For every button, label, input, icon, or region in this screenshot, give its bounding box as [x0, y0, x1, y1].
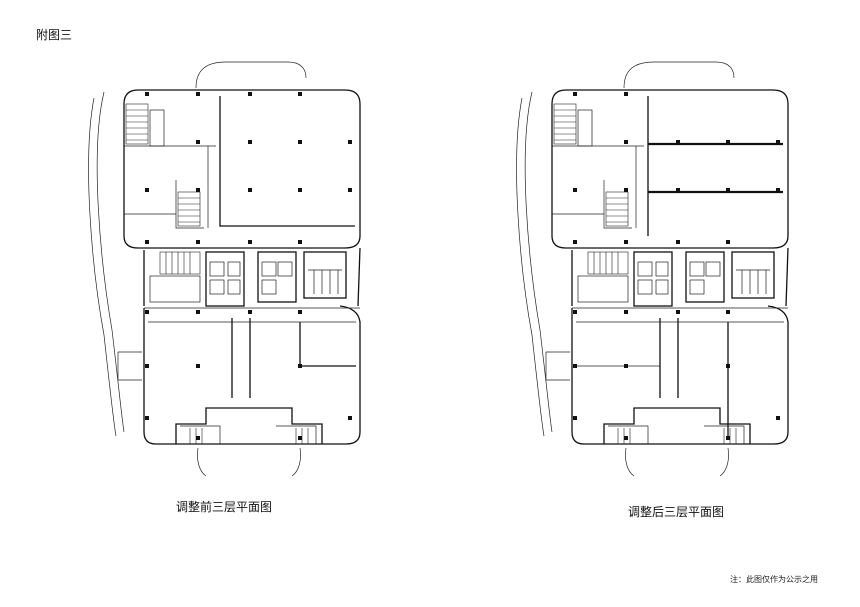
caption-before-plan: 调整前三层平面图: [176, 500, 273, 514]
footnote: 注：此图仅作为公示之用: [730, 575, 818, 584]
caption-after-plan: 调整后三层平面图: [628, 505, 725, 519]
appendix-title: 附图三: [36, 28, 73, 42]
